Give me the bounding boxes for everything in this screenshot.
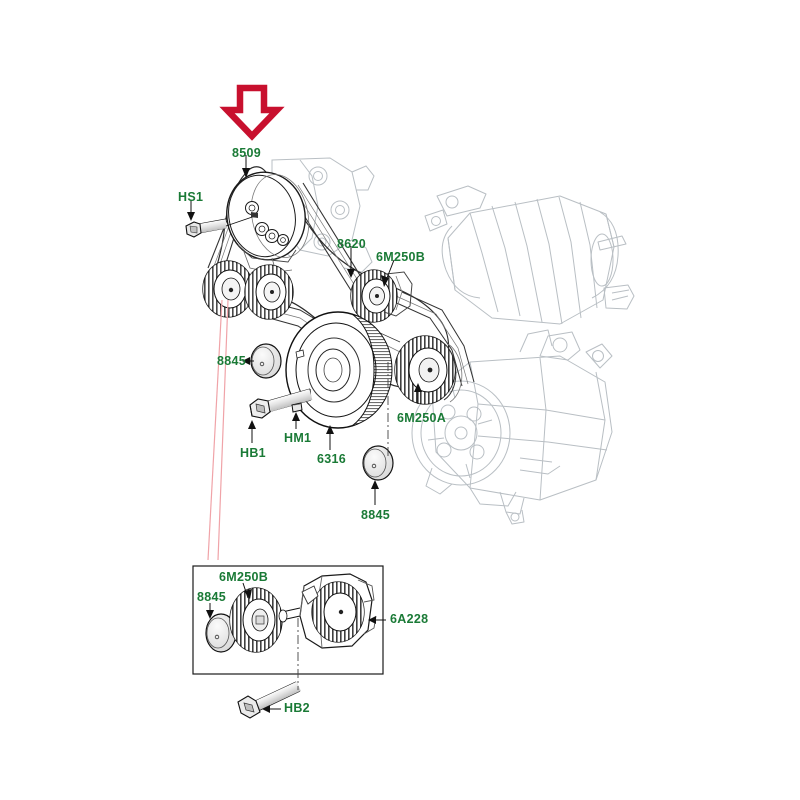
callout-8620: 8620: [337, 237, 367, 251]
callout-6A228: 6A228: [390, 612, 429, 626]
callout-HS1: HS1: [178, 190, 204, 204]
callout-6M250A: 6M250A: [397, 411, 447, 425]
cover-cap-8845-left: [250, 343, 282, 379]
callout-HB2: HB2: [284, 701, 310, 715]
detail-inset-box: [192, 565, 384, 675]
inset-idler-pulley-6M250B: [229, 587, 301, 653]
callout-6M250B-inset: 6M250B: [219, 570, 269, 584]
bolt-HS1: [185, 212, 259, 238]
tensioner-pulley-6M250A: [394, 335, 463, 405]
cover-cap-8845-right: [362, 445, 394, 481]
crankshaft-pulley-6316: [285, 311, 393, 429]
detail-trace-lines: [207, 299, 229, 561]
callout-8845-inset: 8845: [197, 590, 227, 604]
idler-pulley-left: [202, 260, 254, 318]
leader-lines: [187, 155, 422, 713]
bolt-HB1: [249, 388, 313, 419]
nut-HM1: [291, 402, 303, 413]
callout-6M250B-top: 6M250B: [376, 250, 426, 264]
callout-8845-left: 8845: [217, 354, 247, 368]
callout-6316: 6316: [317, 452, 347, 466]
engine-block-ghost: [411, 185, 635, 525]
upper-drive-pulley: [226, 171, 310, 273]
callout-8509-upper: 8509: [232, 146, 262, 160]
inset-tensioner-assembly-6A228: [299, 573, 377, 649]
idler-pulley-left-2: [244, 264, 294, 320]
callout-HM1: HM1: [284, 431, 312, 445]
idler-pulley-6M250B: [350, 269, 413, 323]
highlight-down-arrow: [219, 84, 285, 141]
assembly-axis-lines: [297, 362, 389, 690]
callout-8845-right: 8845: [361, 508, 391, 522]
callout-HB1: HB1: [240, 446, 266, 460]
